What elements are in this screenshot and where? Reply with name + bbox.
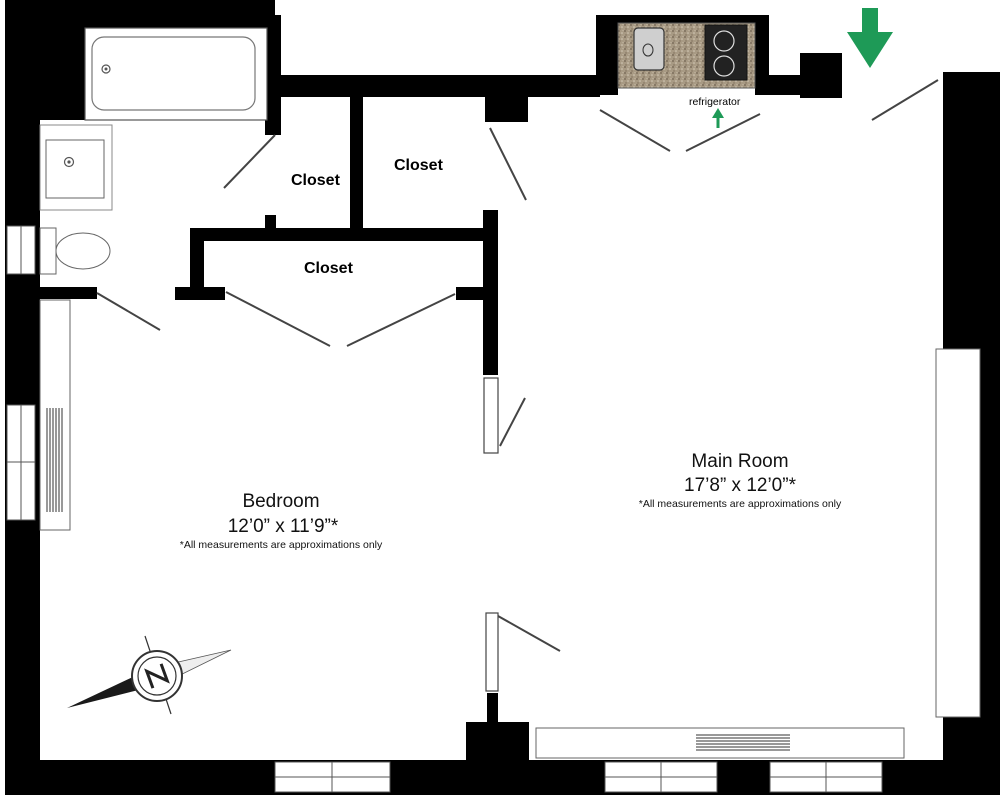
up-arrow-icon bbox=[712, 108, 724, 128]
entry-arrow-icon bbox=[847, 8, 893, 68]
toilet-tank bbox=[39, 227, 57, 275]
refrigerator-label: refrigerator bbox=[689, 96, 741, 108]
radiator-south bbox=[535, 727, 905, 759]
bedroom-name: Bedroom bbox=[242, 491, 319, 512]
closet-lower-label: Closet bbox=[304, 260, 354, 277]
radiator-west bbox=[39, 299, 71, 531]
partition-wall bbox=[466, 377, 561, 762]
main-room-name: Main Room bbox=[691, 451, 788, 472]
closet-walls bbox=[175, 75, 528, 375]
closet-left-label: Closet bbox=[291, 172, 341, 189]
kitchen: refrigerator bbox=[599, 22, 761, 152]
bedroom-size: 12’0” x 11’9”* bbox=[228, 516, 339, 537]
main-room-size: 17’8” x 12’0”* bbox=[684, 475, 797, 496]
main-room-east-window bbox=[935, 348, 981, 718]
stove bbox=[704, 24, 748, 81]
bedroom-west-window bbox=[6, 299, 71, 531]
closet-middle-label: Closet bbox=[394, 157, 444, 174]
main-room-note: *All measurements are approximations onl… bbox=[639, 498, 842, 510]
bottom-windows bbox=[274, 761, 883, 793]
kitchen-sink bbox=[633, 27, 665, 71]
entry-door bbox=[871, 79, 939, 121]
compass-icon bbox=[67, 635, 232, 715]
toilet-bowl bbox=[55, 232, 111, 270]
bathroom bbox=[6, 15, 281, 331]
bedroom-note: *All measurements are approximations onl… bbox=[180, 539, 383, 551]
